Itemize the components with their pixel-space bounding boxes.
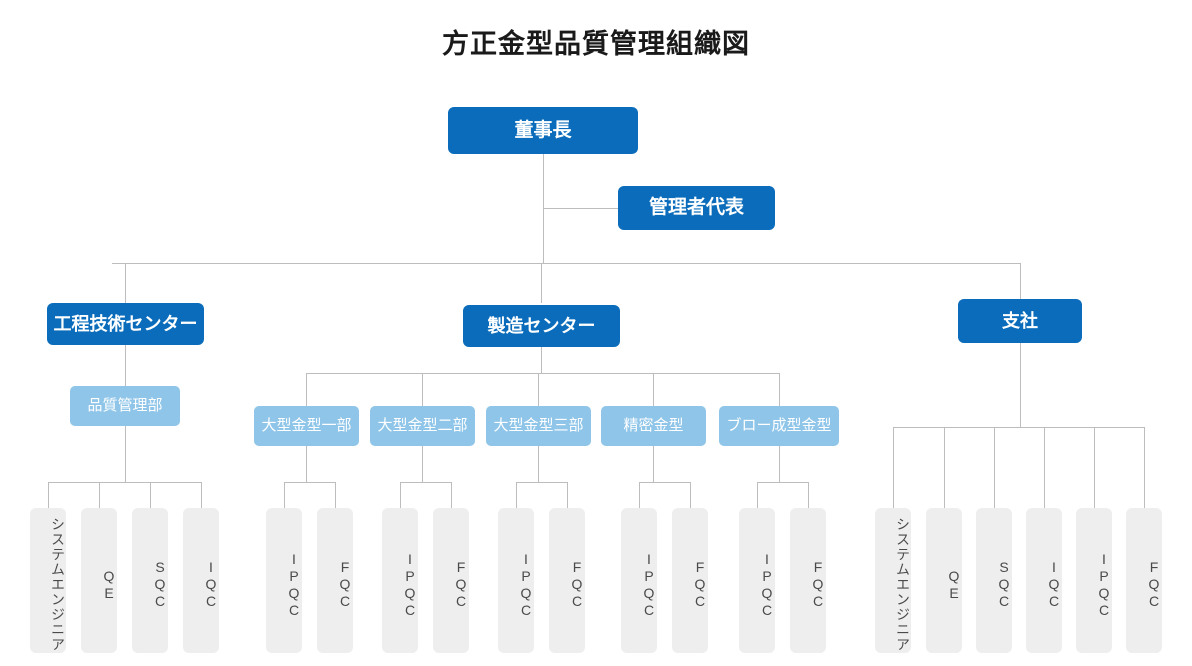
leaf-qa-system-engineer[interactable]: システムエンジニア <box>30 508 66 653</box>
connector-mold2-leaf-bus <box>400 482 451 483</box>
leaf-branch-system-engineer[interactable]: システムエンジニア <box>875 508 911 653</box>
connector-eng-center-to-qa-dept <box>125 345 126 386</box>
connector-qa-dept-stem <box>125 426 126 482</box>
connector-mold1-leaf-bus <box>284 482 335 483</box>
leaf-qa-sqc[interactable]: SQC <box>132 508 168 653</box>
connector-mold2-leaf-1 <box>451 482 452 508</box>
connector-mold1-stem <box>306 446 307 482</box>
connector-blow-leaf-bus <box>757 482 808 483</box>
node-large-mold-dept-1[interactable]: 大型金型一部 <box>254 406 359 446</box>
leaf-mold3-fqc[interactable]: FQC <box>549 508 585 653</box>
leaf-mold1-ipqc[interactable]: IPQC <box>266 508 302 653</box>
node-chairman[interactable]: 董事長 <box>448 107 638 154</box>
connector-level2-bus <box>112 263 1021 264</box>
connector-precision-leaf-0 <box>639 482 640 508</box>
node-quality-management-dept[interactable]: 品質管理部 <box>70 386 180 426</box>
connector-qa-leaf-bus <box>48 482 201 483</box>
connector-mfg-to-blow <box>779 373 780 406</box>
connector-precision-leaf-bus <box>639 482 690 483</box>
connector-qa-leaf-0 <box>48 482 49 508</box>
connector-bus-to-mfg-center <box>541 263 542 303</box>
connector-mold3-leaf-1 <box>567 482 568 508</box>
leaf-branch-iqc[interactable]: IQC <box>1026 508 1062 653</box>
leaf-branch-ipqc[interactable]: IPQC <box>1076 508 1112 653</box>
page-title: 方正金型品質管理組織図 <box>442 29 750 59</box>
connector-precision-leaf-1 <box>690 482 691 508</box>
connector-mold3-leaf-0 <box>516 482 517 508</box>
leaf-blow-ipqc[interactable]: IPQC <box>739 508 775 653</box>
leaf-mold2-fqc[interactable]: FQC <box>433 508 469 653</box>
connector-precision-stem <box>653 446 654 482</box>
connector-mold2-stem <box>422 446 423 482</box>
connector-branch-leaf-3 <box>1044 427 1045 508</box>
node-large-mold-dept-2[interactable]: 大型金型二部 <box>370 406 475 446</box>
connector-chairman-to-mgmt-rep <box>543 208 618 209</box>
connector-mold3-leaf-bus <box>516 482 567 483</box>
leaf-mold1-fqc[interactable]: FQC <box>317 508 353 653</box>
connector-blow-leaf-1 <box>808 482 809 508</box>
leaf-branch-qe[interactable]: QE <box>926 508 962 653</box>
connector-qa-leaf-3 <box>201 482 202 508</box>
connector-branch-leaf-bus <box>893 427 1144 428</box>
leaf-qa-iqc[interactable]: IQC <box>183 508 219 653</box>
connector-mfg-to-mold1 <box>306 373 307 406</box>
leaf-qa-qe[interactable]: QE <box>81 508 117 653</box>
leaf-branch-fqc[interactable]: FQC <box>1126 508 1162 653</box>
connector-branch-leaf-5 <box>1144 427 1145 508</box>
connector-mfg-to-mold3 <box>538 373 539 406</box>
connector-branch-leaf-1 <box>944 427 945 508</box>
connector-blow-leaf-0 <box>757 482 758 508</box>
node-blow-molding[interactable]: ブロー成型金型 <box>719 406 839 446</box>
connector-bus-to-branch <box>1020 263 1021 299</box>
connector-branch-leaf-2 <box>994 427 995 508</box>
connector-mold2-leaf-0 <box>400 482 401 508</box>
connector-branch-stem <box>1020 343 1021 427</box>
connector-mold1-leaf-1 <box>335 482 336 508</box>
connector-mold3-stem <box>538 446 539 482</box>
connector-mfg-to-mold2 <box>422 373 423 406</box>
connector-mold1-leaf-0 <box>284 482 285 508</box>
leaf-precision-fqc[interactable]: FQC <box>672 508 708 653</box>
leaf-branch-sqc[interactable]: SQC <box>976 508 1012 653</box>
connector-mfg-center-stem <box>541 347 542 373</box>
node-management-representative[interactable]: 管理者代表 <box>618 186 775 230</box>
leaf-mold2-ipqc[interactable]: IPQC <box>382 508 418 653</box>
connector-bus-to-eng-center <box>125 263 126 303</box>
node-large-mold-dept-3[interactable]: 大型金型三部 <box>486 406 591 446</box>
leaf-precision-ipqc[interactable]: IPQC <box>621 508 657 653</box>
node-engineering-technology-center[interactable]: 工程技術センター <box>47 303 204 345</box>
connector-mfg-to-precision <box>653 373 654 406</box>
connector-mfg-level3-bus <box>306 373 779 374</box>
node-manufacturing-center[interactable]: 製造センター <box>463 305 620 347</box>
node-branch-office[interactable]: 支社 <box>958 299 1082 343</box>
connector-qa-leaf-2 <box>150 482 151 508</box>
leaf-mold3-ipqc[interactable]: IPQC <box>498 508 534 653</box>
connector-blow-stem <box>779 446 780 482</box>
node-precision-mold[interactable]: 精密金型 <box>601 406 706 446</box>
connector-qa-leaf-1 <box>99 482 100 508</box>
leaf-blow-fqc[interactable]: FQC <box>790 508 826 653</box>
connector-branch-leaf-4 <box>1094 427 1095 508</box>
connector-branch-leaf-0 <box>893 427 894 508</box>
